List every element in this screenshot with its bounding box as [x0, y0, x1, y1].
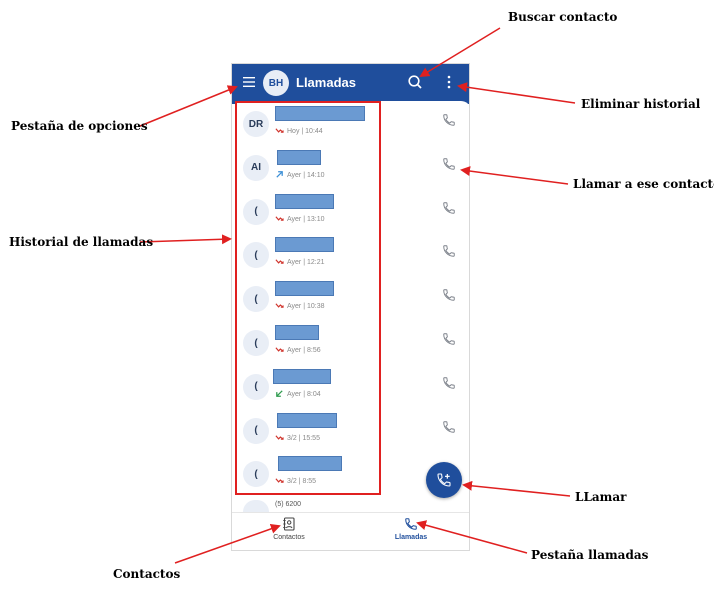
- label-llamar: LLamar: [575, 490, 627, 504]
- call-time: Hoy | 10:44: [287, 128, 323, 135]
- call-meta: 3/2 | 8:55: [275, 476, 316, 487]
- contact-name-redacted: [275, 325, 319, 340]
- contact-name-redacted: [275, 106, 365, 121]
- missed-call-icon: [275, 126, 287, 137]
- call-time: Ayer | 14:10: [287, 171, 325, 179]
- new-call-fab[interactable]: [426, 462, 462, 498]
- phone-add-icon: [437, 473, 451, 487]
- contact-avatar: (: [243, 242, 269, 269]
- more-vert-icon[interactable]: [445, 74, 453, 90]
- call-meta: Hoy | 10:44: [275, 126, 323, 137]
- call-time: Ayer | 10:38: [287, 303, 325, 311]
- phone-icon[interactable]: [442, 201, 456, 215]
- call-time: Ayer | 13:10: [287, 215, 325, 223]
- contact-avatar: (: [243, 373, 269, 400]
- tab-contacts-label: Contactos: [273, 534, 305, 541]
- tab-contacts[interactable]: Contactos: [249, 517, 329, 541]
- contact-avatar: (: [243, 198, 269, 225]
- call-time: 3/2 | 15:55: [287, 434, 320, 442]
- call-meta: Ayer | 10:38: [275, 301, 325, 312]
- call-meta: Ayer | 13:10: [275, 214, 325, 225]
- phone-icon[interactable]: [442, 420, 456, 434]
- call-time: Ayer | 8:04: [287, 390, 321, 398]
- missed-call-icon: [275, 301, 287, 312]
- call-meta: Ayer | 8:04: [275, 389, 321, 400]
- contact-avatar: (: [243, 286, 269, 313]
- contact-name-redacted: [275, 193, 334, 209]
- call-meta: Ayer | 14:10: [275, 170, 325, 181]
- call-meta: 3/2 | 15:55: [275, 433, 320, 444]
- call-history-highlight: [235, 101, 381, 495]
- phone-icon[interactable]: [442, 157, 456, 171]
- contact-name-redacted: [277, 149, 321, 165]
- user-avatar[interactable]: BH: [263, 70, 289, 96]
- call-list-item[interactable]: ( Ayer | 12:21: [232, 235, 469, 279]
- phone-icon[interactable]: [442, 332, 456, 346]
- missed-call-icon: [275, 257, 287, 268]
- bottom-navigation: Contactos Llamadas: [232, 512, 469, 550]
- label-buscar-contacto: Buscar contacto: [508, 10, 618, 24]
- contact-name-redacted: [275, 237, 334, 253]
- phone-icon: [405, 518, 417, 530]
- contact-name-redacted: [275, 281, 334, 297]
- call-list-item[interactable]: ( Ayer | 8:56: [232, 323, 469, 367]
- contact-name-redacted: [273, 368, 331, 384]
- contact-avatar: (: [243, 330, 269, 356]
- phone-icon[interactable]: [442, 244, 456, 258]
- contact-avatar: AI: [243, 154, 269, 181]
- phone-icon[interactable]: [442, 288, 456, 302]
- label-pestana-opciones: Pestaña de opciones: [11, 119, 148, 133]
- call-meta: Ayer | 12:21: [275, 257, 325, 268]
- call-list-item[interactable]: ( Ayer | 13:10: [232, 192, 469, 236]
- phone-icon[interactable]: [442, 376, 456, 390]
- call-meta: Ayer | 8:56: [275, 345, 321, 356]
- missed-call-icon: [275, 433, 287, 444]
- call-time: Ayer | 12:21: [287, 259, 325, 267]
- label-historial-llamadas: Historial de llamadas: [9, 235, 154, 249]
- contacts-book-icon: [283, 517, 295, 531]
- tab-calls-label: Llamadas: [394, 534, 428, 541]
- call-list-item[interactable]: (3/2 | 8:55: [232, 454, 469, 498]
- search-icon[interactable]: [407, 74, 423, 90]
- contact-name-redacted: [278, 456, 342, 472]
- label-eliminar-historial: Eliminar historial: [581, 97, 701, 111]
- call-time: Ayer | 8:56: [287, 347, 321, 354]
- contact-avatar: (: [243, 461, 269, 488]
- contact-avatar: (: [243, 417, 269, 444]
- partial-list-item: (5) 6200: [232, 500, 469, 512]
- hamburger-icon[interactable]: [242, 75, 256, 89]
- outgoing-call-icon: [275, 170, 287, 181]
- phone-icon[interactable]: [442, 113, 456, 127]
- missed-call-icon: [275, 476, 287, 487]
- call-time: 3/2 | 8:55: [287, 478, 317, 486]
- page-title: Llamadas: [296, 75, 356, 90]
- label-contactos: Contactos: [113, 567, 181, 581]
- label-llamar-contacto: Llamar a ese contacto: [573, 177, 714, 191]
- call-list-item[interactable]: DR Hoy | 10:44: [232, 104, 469, 148]
- missed-call-icon: [275, 345, 287, 356]
- partial-item-text: (5) 6200: [275, 501, 302, 508]
- contact-name-redacted: [277, 412, 337, 428]
- call-list-item[interactable]: AI Ayer | 14:10: [232, 148, 469, 192]
- app-bar: BH Llamadas: [232, 64, 469, 104]
- call-list-item[interactable]: (3/2 | 15:55: [232, 411, 469, 455]
- contact-avatar: DR: [243, 111, 269, 137]
- tab-calls[interactable]: Llamadas: [371, 517, 451, 541]
- call-list-item[interactable]: ( Ayer | 10:38: [232, 279, 469, 323]
- label-pestana-llamadas: Pestaña llamadas: [531, 548, 649, 562]
- missed-call-icon: [275, 214, 287, 225]
- call-list-item[interactable]: ( Ayer | 8:04: [232, 367, 469, 411]
- incoming-call-icon: [275, 389, 287, 400]
